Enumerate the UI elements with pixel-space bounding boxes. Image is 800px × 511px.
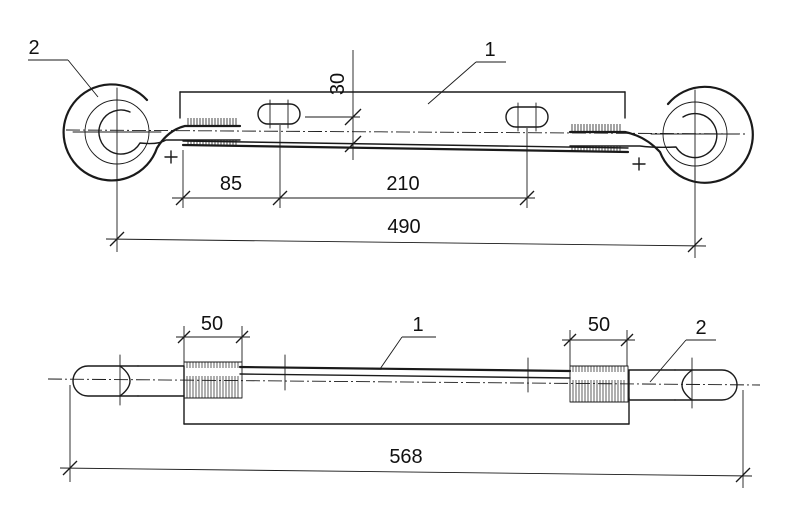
top-view: 30 85 210 490 2 [28, 37, 754, 258]
dim-overall-top-label: 490 [387, 216, 420, 238]
dim-thickness-label: 30 [327, 73, 349, 95]
rod-left [72, 365, 185, 397]
leader-top-part-1: 1 [427, 39, 506, 105]
dim-offset-label: 85 [220, 173, 242, 195]
dim-overall-bottom-label: 568 [389, 446, 422, 468]
bottom-view: 50 50 568 1 2 [47, 313, 761, 488]
dim-thickness: 30 [305, 50, 362, 160]
leader-bottom-part-2: 2 [649, 317, 716, 383]
slot-left [257, 99, 301, 129]
dim-weld-left-label: 50 [201, 313, 223, 335]
label-bottom-part-1: 1 [412, 314, 423, 336]
leader-bottom-part-1: 1 [379, 314, 436, 370]
rod-right [628, 369, 738, 401]
label-top-part-1: 1 [484, 39, 495, 61]
dim-overall-bottom: 568 [59, 385, 753, 488]
dim-weld-left: 50 [176, 313, 250, 362]
leader-top-part-2: 2 [28, 37, 99, 98]
dim-row-upper: 85 210 [172, 125, 535, 208]
weld-left [187, 118, 237, 146]
label-bottom-part-2: 2 [695, 317, 706, 339]
dim-weld-right: 50 [562, 314, 635, 366]
label-top-part-2: 2 [28, 37, 39, 59]
dim-weld-right-label: 50 [588, 314, 610, 336]
plate-top [179, 91, 630, 154]
slot-right [505, 102, 549, 132]
hook-right [568, 85, 754, 184]
plate-bottom [183, 365, 630, 425]
hook-left [62, 83, 242, 182]
dim-hole-spacing-label: 210 [386, 173, 419, 195]
dim-overall-top: 490 [105, 165, 707, 258]
weld-right [571, 124, 621, 152]
weld-block-left [183, 361, 243, 399]
